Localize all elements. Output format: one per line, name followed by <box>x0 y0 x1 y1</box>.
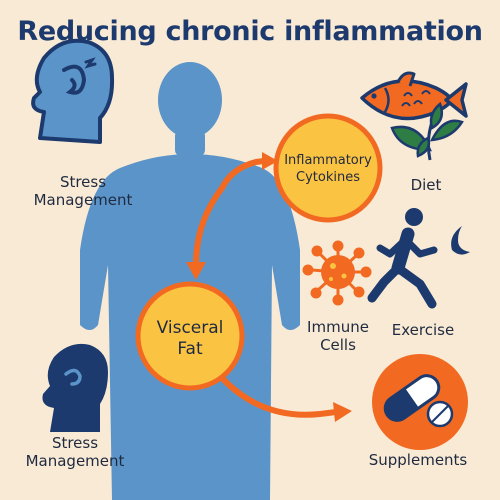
stress-top-line2: Management <box>33 191 133 209</box>
stress-management-top-label: Stress Management <box>28 173 138 209</box>
visceral-fat-line1: Visceral <box>156 318 224 338</box>
arrow-to-supplements-head <box>333 402 352 422</box>
cytokines-label: Inflammatory Cytokines <box>276 152 380 186</box>
stress-top-line1: Stress <box>59 173 107 191</box>
visceral-fat-line2: Fat <box>177 339 203 359</box>
body-head <box>158 62 222 138</box>
immune-line1: Immune <box>307 318 369 336</box>
stress-bottom-line1: Stress <box>51 434 99 452</box>
fish-icon <box>360 71 468 121</box>
arrow-to-visceral-fat-head <box>186 262 206 280</box>
body-neck <box>175 130 205 156</box>
stress-bottom-line2: Management <box>25 452 125 470</box>
stress-head-solid-icon <box>42 343 108 432</box>
diet-label: Diet <box>410 176 442 194</box>
supplements-label: Supplements <box>368 451 468 469</box>
immune-cell-icon <box>302 240 372 306</box>
arrow-to-visceral-fat <box>193 185 225 267</box>
leaves-icon <box>390 101 464 161</box>
arrow-to-supplements <box>219 375 339 418</box>
cytokines-line1: Inflammatory <box>284 153 372 168</box>
visceral-fat-label: Visceral Fat <box>138 318 242 360</box>
pill-icon <box>372 354 468 450</box>
arrow-to-cytokines <box>219 158 267 191</box>
cytokines-line2: Cytokines <box>296 170 360 185</box>
arrow-to-cytokines-head <box>262 152 278 170</box>
exercise-label: Exercise <box>391 321 455 339</box>
page-title: Reducing chronic inflammation <box>17 16 483 47</box>
cytokines-circle <box>273 113 383 223</box>
moon-icon <box>451 226 470 255</box>
immune-line2: Cells <box>320 336 356 354</box>
running-person-icon <box>367 208 438 309</box>
immune-cells-label: Immune Cells <box>296 318 380 354</box>
visceral-fat-circle <box>135 281 245 391</box>
stress-management-bottom-label: Stress Management <box>10 434 140 470</box>
stress-head-outline-icon <box>31 38 115 144</box>
